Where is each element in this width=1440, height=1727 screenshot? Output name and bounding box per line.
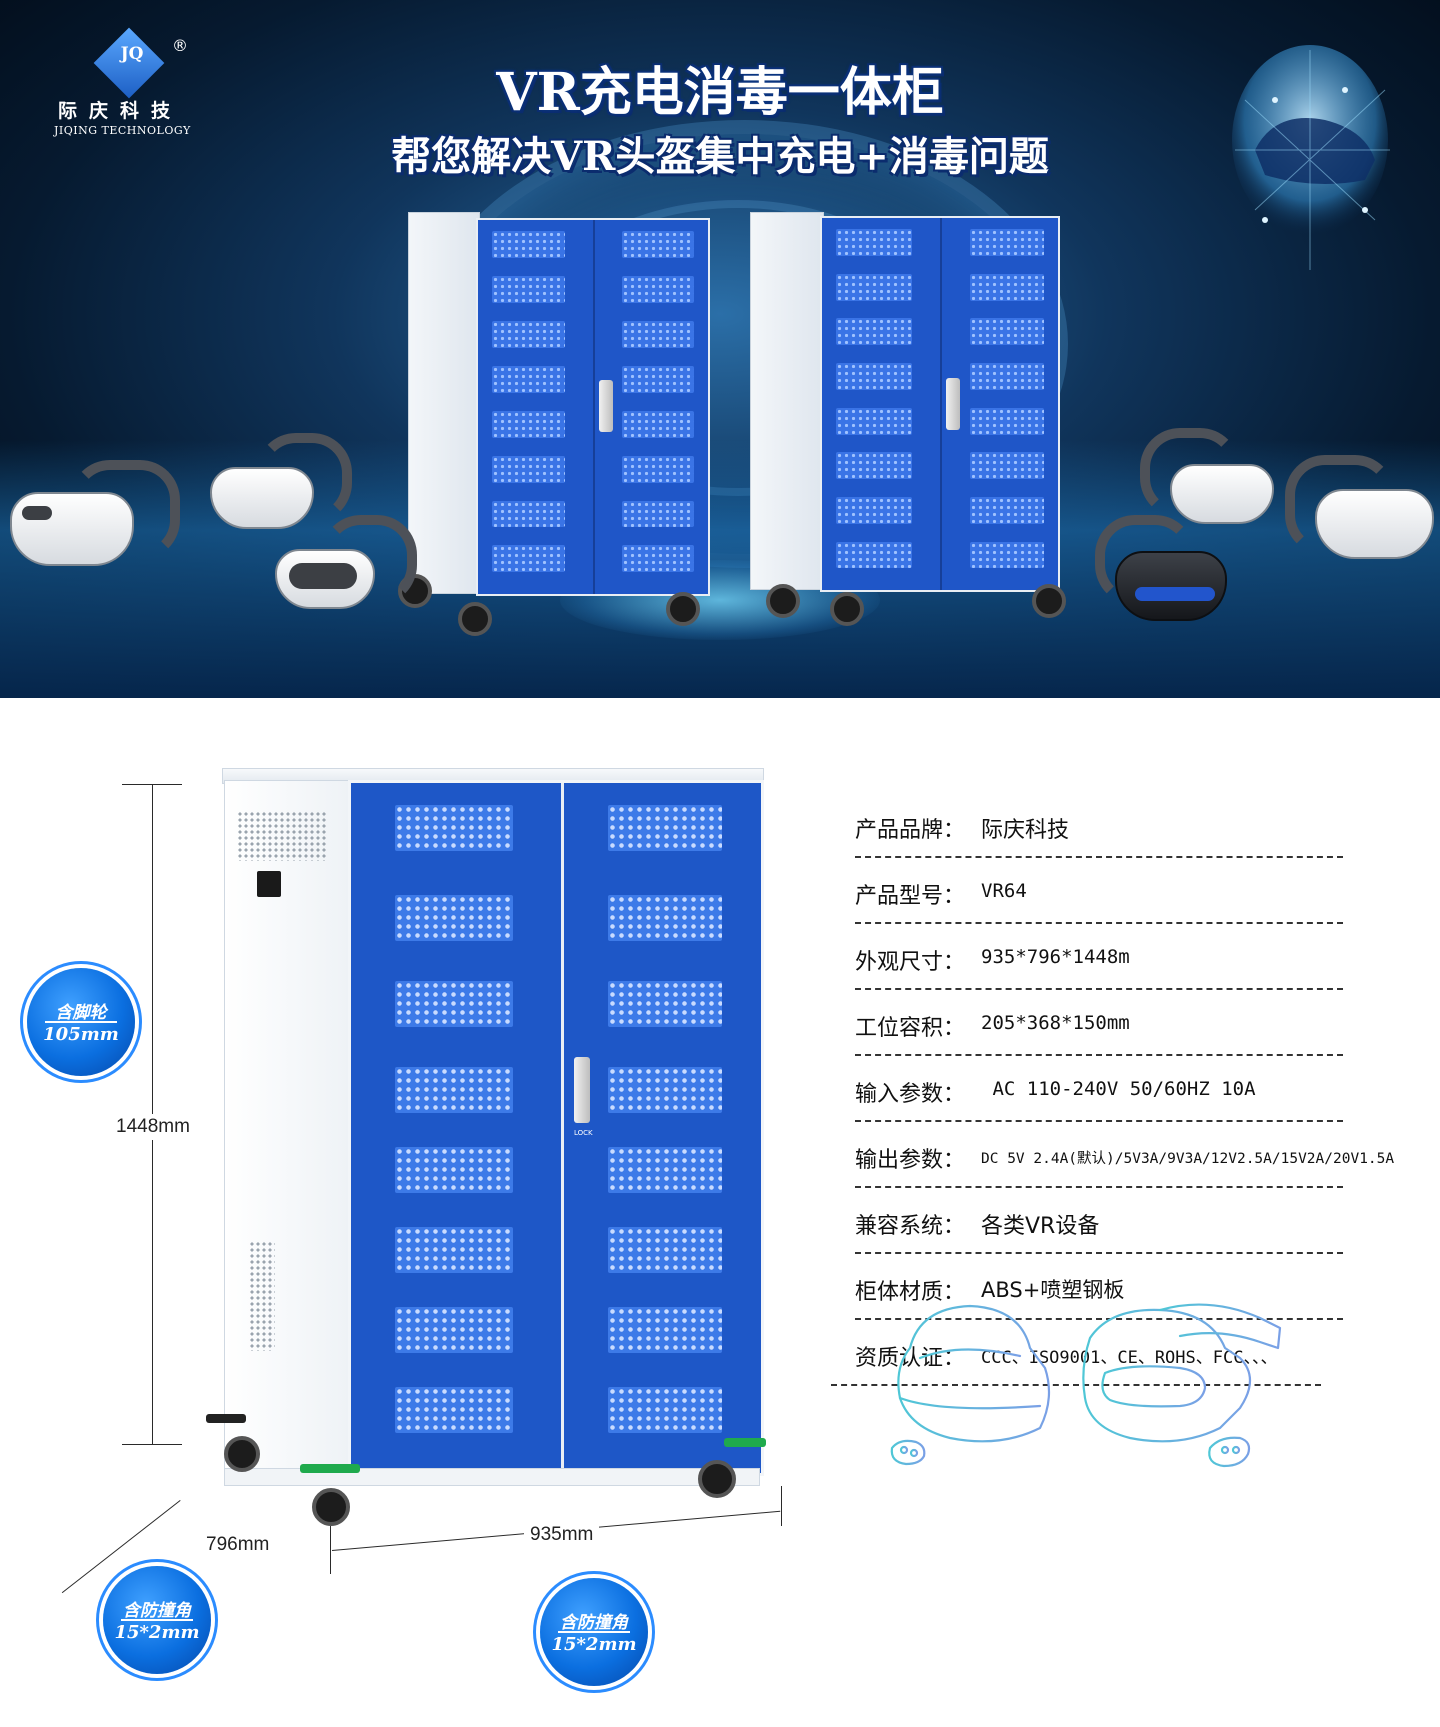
bumper-badge-right: 含防撞角 15*2mm	[540, 1578, 648, 1686]
logo-mark: JQ	[120, 44, 144, 64]
caster-wheel-icon	[312, 1488, 350, 1526]
spec-row-compatibility: 兼容系统： 各类VR设备	[855, 1194, 1415, 1260]
brand-name-en: JIQING TECHNOLOGY	[54, 124, 191, 137]
caster-wheel-icon	[766, 584, 800, 618]
brand-name-cn: 际庆科技	[58, 100, 183, 122]
digital-head-icon	[1232, 45, 1390, 270]
vr-headset-icon	[1140, 428, 1274, 530]
caster-wheel-icon	[666, 592, 700, 626]
bumper-badge-left: 含防撞角 15*2mm	[103, 1566, 211, 1674]
brand-logo[interactable]: JQ ® 际庆科技 JIQING TECHNOLOGY	[54, 27, 214, 144]
cabinet-door-right: LOCK	[561, 783, 758, 1473]
side-lock-icon	[257, 871, 281, 897]
lock-label: LOCK	[574, 1129, 593, 1137]
registered-mark: ®	[172, 36, 188, 55]
caster-wheel-icon	[224, 1436, 260, 1472]
height-dimension-tick-bottom	[122, 1444, 182, 1445]
caster-wheel-icon	[1032, 584, 1066, 618]
spec-row-brand: 产品品牌： 际庆科技	[855, 798, 1415, 864]
hero-cabinet-right	[750, 212, 1066, 626]
spec-row-output: 输出参数： DC 5V 2.4A(默认)/5V3A/9V3A/12V2.5A/1…	[855, 1128, 1415, 1194]
hero-cabinet-left	[398, 212, 710, 636]
caster-wheel-icon	[830, 592, 864, 626]
bumper-icon	[206, 1414, 246, 1423]
bumper-icon	[724, 1438, 766, 1447]
vr-headset-icon	[1095, 515, 1227, 625]
vr-headset-outline-icon	[890, 1303, 1282, 1468]
hero-subtitle: 帮您解决VR头盔集中充电+消毒问题	[391, 133, 1049, 180]
caster-badge: 含脚轮 105mm	[27, 968, 135, 1076]
cabinet-side-panel	[750, 212, 824, 590]
door-handle-icon	[946, 378, 960, 430]
cabinet-doors	[820, 216, 1060, 592]
cabinet-side-panel	[408, 212, 480, 594]
cabinet-doors: LOCK	[348, 780, 764, 1476]
vr-headset-icon	[275, 515, 417, 615]
spec-row-input: 输入参数： AC 110-240V 50/60HZ 10A	[855, 1062, 1415, 1128]
bumper-icon	[300, 1464, 360, 1473]
width-dimension-tick-left	[330, 1526, 331, 1574]
side-vent-top	[237, 811, 327, 861]
spec-row-slot-volume: 工位容积： 205*368*150mm	[855, 996, 1415, 1062]
cabinet-side-panel	[224, 780, 352, 1472]
hero-banner: JQ ® 际庆科技 JIQING TECHNOLOGY VR充电消毒一体柜 帮您…	[0, 0, 1440, 698]
door-handle-icon[interactable]	[574, 1057, 590, 1123]
hero-title: VR充电消毒一体柜	[496, 62, 944, 123]
product-detail-section: LOCK 1448mm 796mm 935mm 含脚轮 105mm 含防撞角 1…	[0, 698, 1440, 1727]
vr-headset-icon	[10, 460, 180, 570]
door-handle-icon	[599, 380, 613, 432]
vr-headset-icon	[1285, 455, 1435, 565]
caster-wheel-icon	[458, 602, 492, 636]
cabinet-door-left	[822, 218, 940, 590]
side-vent-bottom	[249, 1241, 275, 1351]
depth-dimension-label: 796mm	[206, 1534, 270, 1555]
spec-row-material: 柜体材质： ABS+喷塑钢板	[855, 1260, 1415, 1326]
height-dimension-label: 1448mm	[116, 1114, 190, 1140]
width-dimension-tick-right	[781, 1486, 782, 1526]
cabinet-door-right	[593, 220, 708, 594]
cabinet-door-left	[478, 220, 593, 594]
cabinet-door-left	[351, 783, 561, 1473]
vr-headset-icon	[210, 433, 352, 535]
spec-row-size: 外观尺寸： 935*796*1448m	[855, 930, 1415, 996]
cabinet-door-right	[940, 218, 1058, 590]
spec-row-model: 产品型号： VR64	[855, 864, 1415, 930]
height-dimension-tick-top	[122, 784, 182, 785]
caster-wheel-icon	[698, 1460, 736, 1498]
cabinet-doors	[476, 218, 710, 596]
width-dimension-label: 935mm	[524, 1524, 600, 1546]
